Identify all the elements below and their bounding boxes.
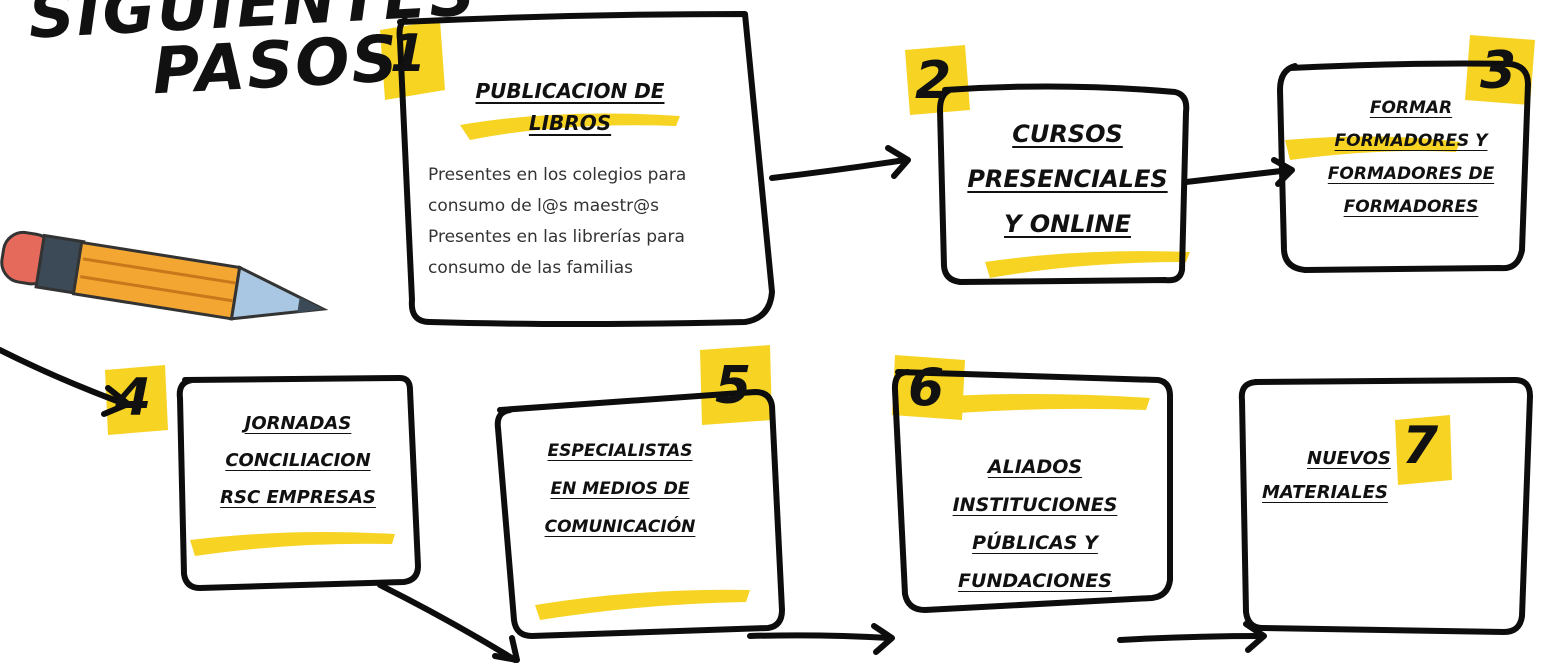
arrow <box>377 582 518 663</box>
step-box <box>1238 377 1533 635</box>
step-number: 1 <box>390 24 427 84</box>
description-line: Presentes en los colegios para <box>428 165 687 185</box>
step-1-description: Presentes en los colegios para consumo d… <box>428 160 758 284</box>
step-3-label: FORMAR FORMADORES Y FORMADORES DE FORMAD… <box>1296 92 1526 224</box>
step-4-label: JORNADAS CONCILIACION RSC EMPRESAS <box>193 405 403 516</box>
step-number: 3 <box>1480 41 1517 101</box>
label-line: CONCILIACION <box>225 450 371 471</box>
step-box <box>937 83 1190 285</box>
label-line: INSTITUCIONES <box>952 494 1118 516</box>
label-line: PUBLICACION DE <box>475 79 665 103</box>
number-splash <box>905 45 970 115</box>
step-box <box>891 369 1173 613</box>
arrow-head <box>1243 621 1267 653</box>
label-line: CURSOS <box>1012 120 1123 148</box>
step-box <box>494 389 785 639</box>
highlight-stroke <box>190 532 395 556</box>
label-line: ESPECIALISTAS <box>547 441 693 461</box>
arrow-head <box>492 635 520 663</box>
step-1-label: PUBLICACION DE LIBROS <box>440 75 700 139</box>
step-number: 5 <box>715 356 752 416</box>
highlight-stroke <box>1285 136 1460 160</box>
step-number: 4 <box>115 368 152 428</box>
highlight-stroke <box>985 251 1190 278</box>
number-splash <box>105 365 168 435</box>
label-line: COMUNICACIÓN <box>544 517 696 537</box>
number-splash <box>1395 415 1452 485</box>
step-2-label: CURSOS PRESENCIALES Y ONLINE <box>955 112 1180 247</box>
step-7-label: NUEVOS MATERIALES <box>1262 442 1422 510</box>
arrow <box>0 347 128 407</box>
number-splash <box>700 345 772 425</box>
label-line: PÚBLICAS Y <box>972 532 1098 554</box>
arrow-head <box>1271 157 1295 187</box>
flow-arrows <box>0 145 1295 663</box>
step-6-label: ALIADOS INSTITUCIONES PÚBLICAS Y FUNDACI… <box>910 448 1160 600</box>
label-line: FORMADORES DE <box>1327 164 1495 184</box>
highlight-stroke <box>915 394 1150 416</box>
step-number: 7 <box>1402 416 1439 476</box>
label-line: RSC EMPRESAS <box>220 487 376 508</box>
label-line: LIBROS <box>528 111 612 135</box>
pencil-icon <box>0 230 329 321</box>
arrow <box>747 632 893 641</box>
arrow <box>1183 167 1293 185</box>
label-line: JORNADAS <box>244 413 352 434</box>
arrow-head <box>871 623 895 655</box>
step-box <box>1277 60 1531 273</box>
step-box <box>396 11 775 327</box>
arrow-head <box>885 145 911 179</box>
label-line: FORMADORES Y <box>1334 131 1488 151</box>
label-line: FUNDACIONES <box>958 570 1112 592</box>
label-line: Y ONLINE <box>1004 210 1131 238</box>
highlight-strokes <box>105 20 1535 620</box>
description-line: Presentes en las librerías para <box>428 227 685 247</box>
arrow <box>769 157 908 181</box>
step-box <box>176 375 421 591</box>
step-boxes <box>176 11 1533 639</box>
step-number: 6 <box>908 358 945 418</box>
label-line: FORMADORES <box>1343 197 1479 217</box>
label-line: FORMAR <box>1369 98 1453 118</box>
arrow <box>1117 633 1265 643</box>
number-splash <box>1465 35 1535 105</box>
step-number: 2 <box>915 51 952 111</box>
highlight-stroke <box>535 589 750 620</box>
arrow-head <box>101 385 131 417</box>
label-line: PRESENCIALES <box>967 165 1168 193</box>
label-line: NUEVOS <box>1307 448 1391 469</box>
description-line: consumo de l@s maestr@s <box>428 196 659 216</box>
label-line: ALIADOS <box>987 456 1083 478</box>
description-line: consumo de las familias <box>428 258 633 278</box>
highlight-stroke <box>460 113 680 140</box>
number-splash <box>380 20 445 100</box>
label-line: MATERIALES <box>1262 482 1388 503</box>
label-line: EN MEDIOS DE <box>550 479 690 499</box>
step-5-label: ESPECIALISTAS EN MEDIOS DE COMUNICACIÓN <box>505 432 735 546</box>
